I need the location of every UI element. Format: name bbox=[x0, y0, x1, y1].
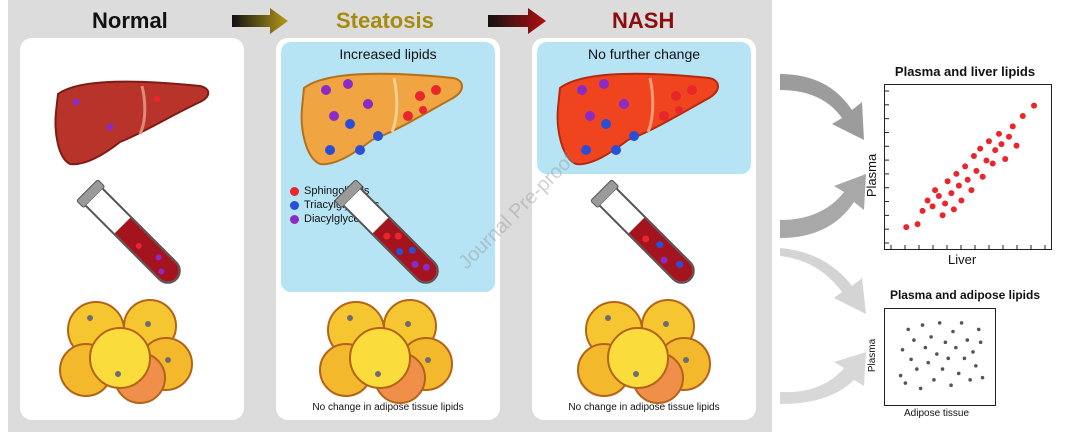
data-point bbox=[915, 367, 919, 371]
triacylglycerol-dot-icon bbox=[290, 200, 299, 210]
data-point bbox=[956, 371, 961, 376]
data-point bbox=[903, 224, 910, 231]
data-point bbox=[1009, 123, 1016, 130]
steatosis-blood-tube-icon bbox=[334, 179, 439, 284]
data-point bbox=[919, 207, 926, 214]
data-point bbox=[929, 335, 933, 339]
data-point bbox=[946, 356, 951, 361]
data-point bbox=[968, 187, 975, 194]
data-point bbox=[935, 193, 942, 200]
data-point bbox=[998, 141, 1005, 148]
data-point bbox=[992, 147, 999, 154]
data-point bbox=[918, 386, 923, 391]
normal-liver-icon bbox=[54, 80, 210, 166]
liver-scatter-svg bbox=[885, 90, 1046, 249]
data-point bbox=[970, 153, 977, 160]
data-point bbox=[1013, 142, 1020, 149]
data-point bbox=[983, 157, 990, 164]
data-point bbox=[973, 167, 980, 174]
stage-title-normal: Normal bbox=[92, 8, 168, 33]
data-point bbox=[932, 187, 939, 194]
adipose-plot-title: Plasma and adipose lipids bbox=[889, 288, 1041, 302]
data-point bbox=[937, 321, 942, 325]
adipose-plot-area bbox=[884, 308, 996, 406]
data-point bbox=[949, 383, 953, 387]
data-point bbox=[1019, 113, 1026, 120]
normal-adipose-cells-icon bbox=[59, 299, 193, 404]
liver-plot-ylabel: Plasma bbox=[864, 153, 880, 198]
data-point bbox=[962, 163, 969, 170]
data-point bbox=[948, 190, 955, 197]
nash-liver-icon bbox=[556, 72, 719, 166]
data-point bbox=[939, 212, 946, 219]
data-point bbox=[977, 145, 984, 152]
adipose-plot-ylabel: Plasma bbox=[867, 338, 879, 373]
data-point bbox=[912, 338, 916, 342]
data-point bbox=[964, 176, 971, 183]
data-point bbox=[978, 340, 983, 345]
data-point bbox=[950, 206, 957, 213]
data-point bbox=[1031, 102, 1038, 109]
data-point bbox=[951, 329, 955, 334]
steatosis-adipose-cells-icon bbox=[319, 299, 453, 404]
data-point bbox=[976, 327, 981, 332]
data-point bbox=[926, 360, 931, 365]
liver-plot-area bbox=[884, 84, 1052, 250]
data-point bbox=[979, 173, 986, 180]
data-point bbox=[932, 378, 936, 382]
adipose-scatter-svg bbox=[898, 321, 985, 391]
data-point bbox=[1002, 156, 1009, 162]
data-point bbox=[898, 373, 903, 378]
data-point bbox=[968, 378, 972, 382]
data-point bbox=[971, 350, 975, 354]
normal-blood-tube-icon bbox=[76, 179, 181, 284]
liver-plot-xlabel: Liver bbox=[948, 252, 977, 267]
data-point bbox=[935, 352, 939, 356]
nash-blood-tube-icon bbox=[590, 179, 695, 284]
data-point bbox=[953, 170, 960, 177]
data-point bbox=[980, 375, 985, 380]
arrow-normal-to-steatosis-icon bbox=[232, 8, 288, 34]
liver-plot-title: Plasma and liver lipids bbox=[894, 64, 1036, 79]
stage-title-steatosis: Steatosis bbox=[336, 8, 434, 33]
data-point bbox=[909, 357, 913, 362]
data-point bbox=[944, 178, 951, 185]
nash-adipose-cells-icon bbox=[577, 299, 711, 404]
diacylglycerol-dot-icon bbox=[290, 214, 299, 224]
curved-arrows-icon bbox=[780, 74, 866, 404]
data-point bbox=[943, 340, 948, 345]
adipose-plot-xlabel: Adipose tissue bbox=[904, 408, 970, 419]
steatosis-adipose-caption: No change in adipose tissue lipids bbox=[312, 402, 464, 413]
arrow-steatosis-to-nash-icon bbox=[488, 8, 546, 34]
data-point bbox=[942, 200, 949, 207]
nash-caption: No further change bbox=[587, 46, 701, 62]
data-point bbox=[955, 182, 962, 189]
data-point bbox=[929, 203, 936, 210]
stage-title-nash: NASH bbox=[612, 8, 675, 33]
data-point bbox=[965, 338, 970, 342]
data-point bbox=[974, 364, 978, 368]
data-point bbox=[920, 323, 925, 327]
data-point bbox=[962, 356, 967, 361]
data-point bbox=[940, 367, 945, 371]
data-point bbox=[923, 345, 928, 350]
data-point bbox=[995, 130, 1002, 137]
steatosis-caption: Increased lipids bbox=[339, 46, 437, 62]
data-point bbox=[1005, 133, 1012, 140]
data-point bbox=[954, 345, 958, 350]
data-point bbox=[958, 197, 965, 204]
data-point bbox=[906, 327, 911, 332]
data-point bbox=[989, 160, 996, 167]
data-point bbox=[903, 381, 908, 385]
data-point bbox=[900, 347, 905, 352]
data-point bbox=[914, 221, 921, 228]
nash-adipose-caption: No change in adipose tissue lipids bbox=[568, 402, 720, 413]
sphingolipid-dot-icon bbox=[290, 186, 299, 196]
data-point bbox=[924, 197, 931, 204]
data-point bbox=[959, 321, 964, 325]
steatosis-liver-icon bbox=[300, 72, 463, 166]
data-point bbox=[985, 138, 992, 145]
